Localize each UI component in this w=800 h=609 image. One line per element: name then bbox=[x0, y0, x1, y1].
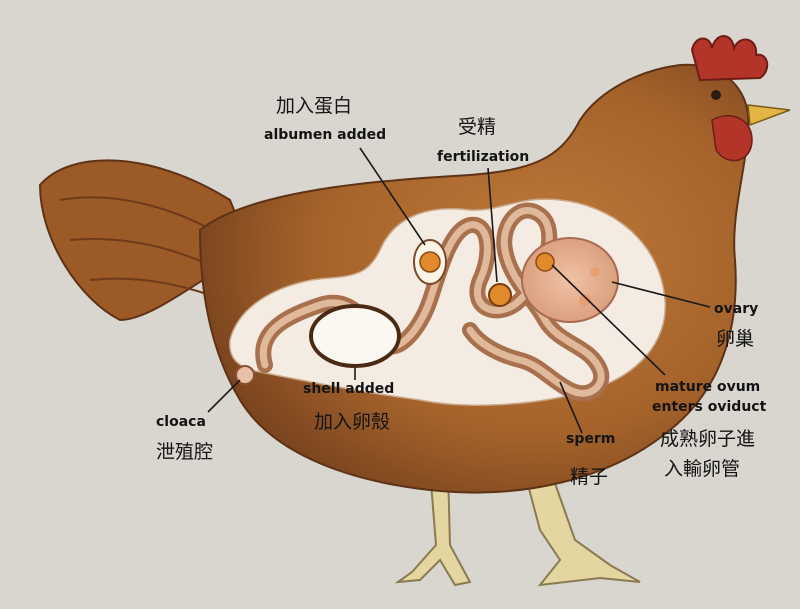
albumen-egg-yolk bbox=[419, 251, 441, 273]
leader-lines bbox=[207, 147, 711, 434]
shell-label-zh: 加入卵殼 bbox=[314, 411, 391, 433]
ovum-label-zh-line1: 成熟卵子進 bbox=[660, 428, 756, 450]
ovary-follicle bbox=[579, 294, 591, 306]
albumen-label-en: albumen added bbox=[264, 127, 387, 143]
ovum-label-en-line1: mature ovum bbox=[655, 379, 761, 395]
albumen-label-zh: 加入蛋白 bbox=[276, 95, 353, 117]
cloaca-label-zh: 泄殖腔 bbox=[156, 441, 214, 463]
ovary-label-en: ovary bbox=[714, 301, 759, 317]
ovum-label-zh-line2: 入輸卵管 bbox=[664, 458, 741, 480]
ovary-follicle bbox=[590, 267, 600, 277]
head bbox=[690, 35, 791, 162]
cloaca-label-en: cloaca bbox=[156, 414, 206, 430]
cloaca-opening bbox=[235, 365, 255, 385]
fertilization-label-en: fertilization bbox=[437, 149, 530, 165]
fertilization-label-zh: 受精 bbox=[458, 116, 497, 138]
mature-ovum bbox=[535, 252, 555, 272]
shell-label-en: shell added bbox=[303, 381, 395, 397]
sperm-label-en: sperm bbox=[566, 431, 616, 447]
legs bbox=[394, 454, 641, 587]
sperm-label-zh: 精子 bbox=[570, 466, 609, 488]
shelled-egg bbox=[309, 304, 401, 368]
ovum-label-en-line2: enters oviduct bbox=[652, 399, 767, 415]
ovary bbox=[521, 237, 619, 323]
ovary-label-zh: 卵巢 bbox=[716, 328, 755, 350]
fertilized-yolk bbox=[488, 283, 512, 307]
